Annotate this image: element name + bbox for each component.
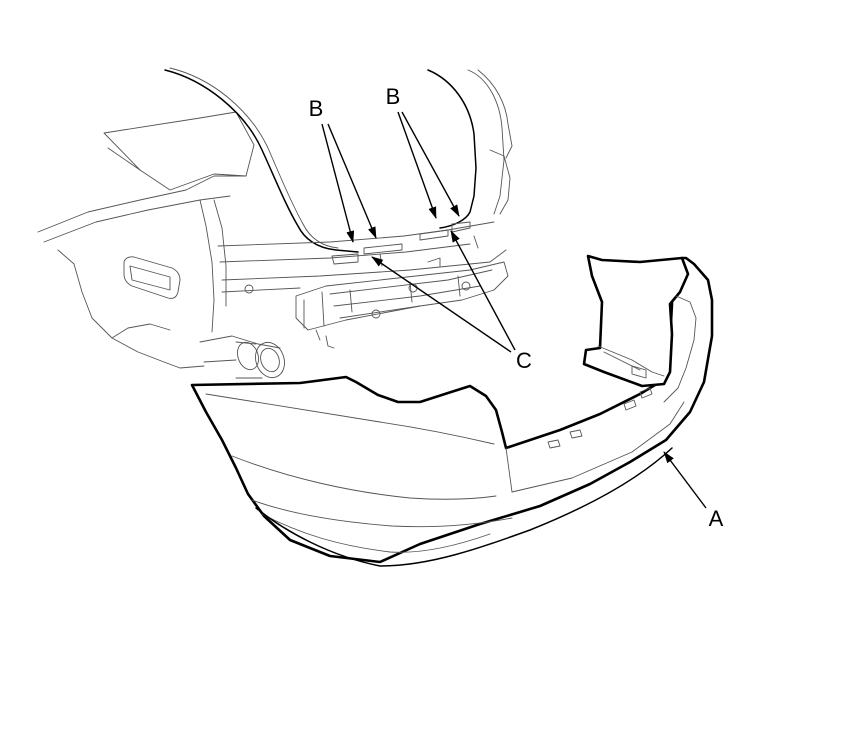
bumper-cover	[190, 254, 714, 567]
leader-c-1	[371, 256, 512, 353]
label-b-right: B	[386, 84, 401, 109]
label-a: A	[709, 506, 724, 531]
callout-b-right: B	[386, 84, 460, 219]
callout-b-left: B	[309, 96, 377, 243]
label-b-left: B	[309, 96, 324, 121]
leader-c-2	[450, 230, 516, 351]
leader-b-left-1	[321, 123, 355, 243]
label-c: C	[516, 348, 532, 373]
leader-b-left-2	[327, 123, 377, 239]
callout-a: A	[663, 451, 724, 531]
leader-b-right-1	[397, 111, 437, 219]
vehicle-rear	[37, 67, 513, 379]
callout-c: C	[371, 230, 532, 373]
leader-b-right-2	[401, 111, 460, 217]
leader-a	[663, 451, 707, 509]
